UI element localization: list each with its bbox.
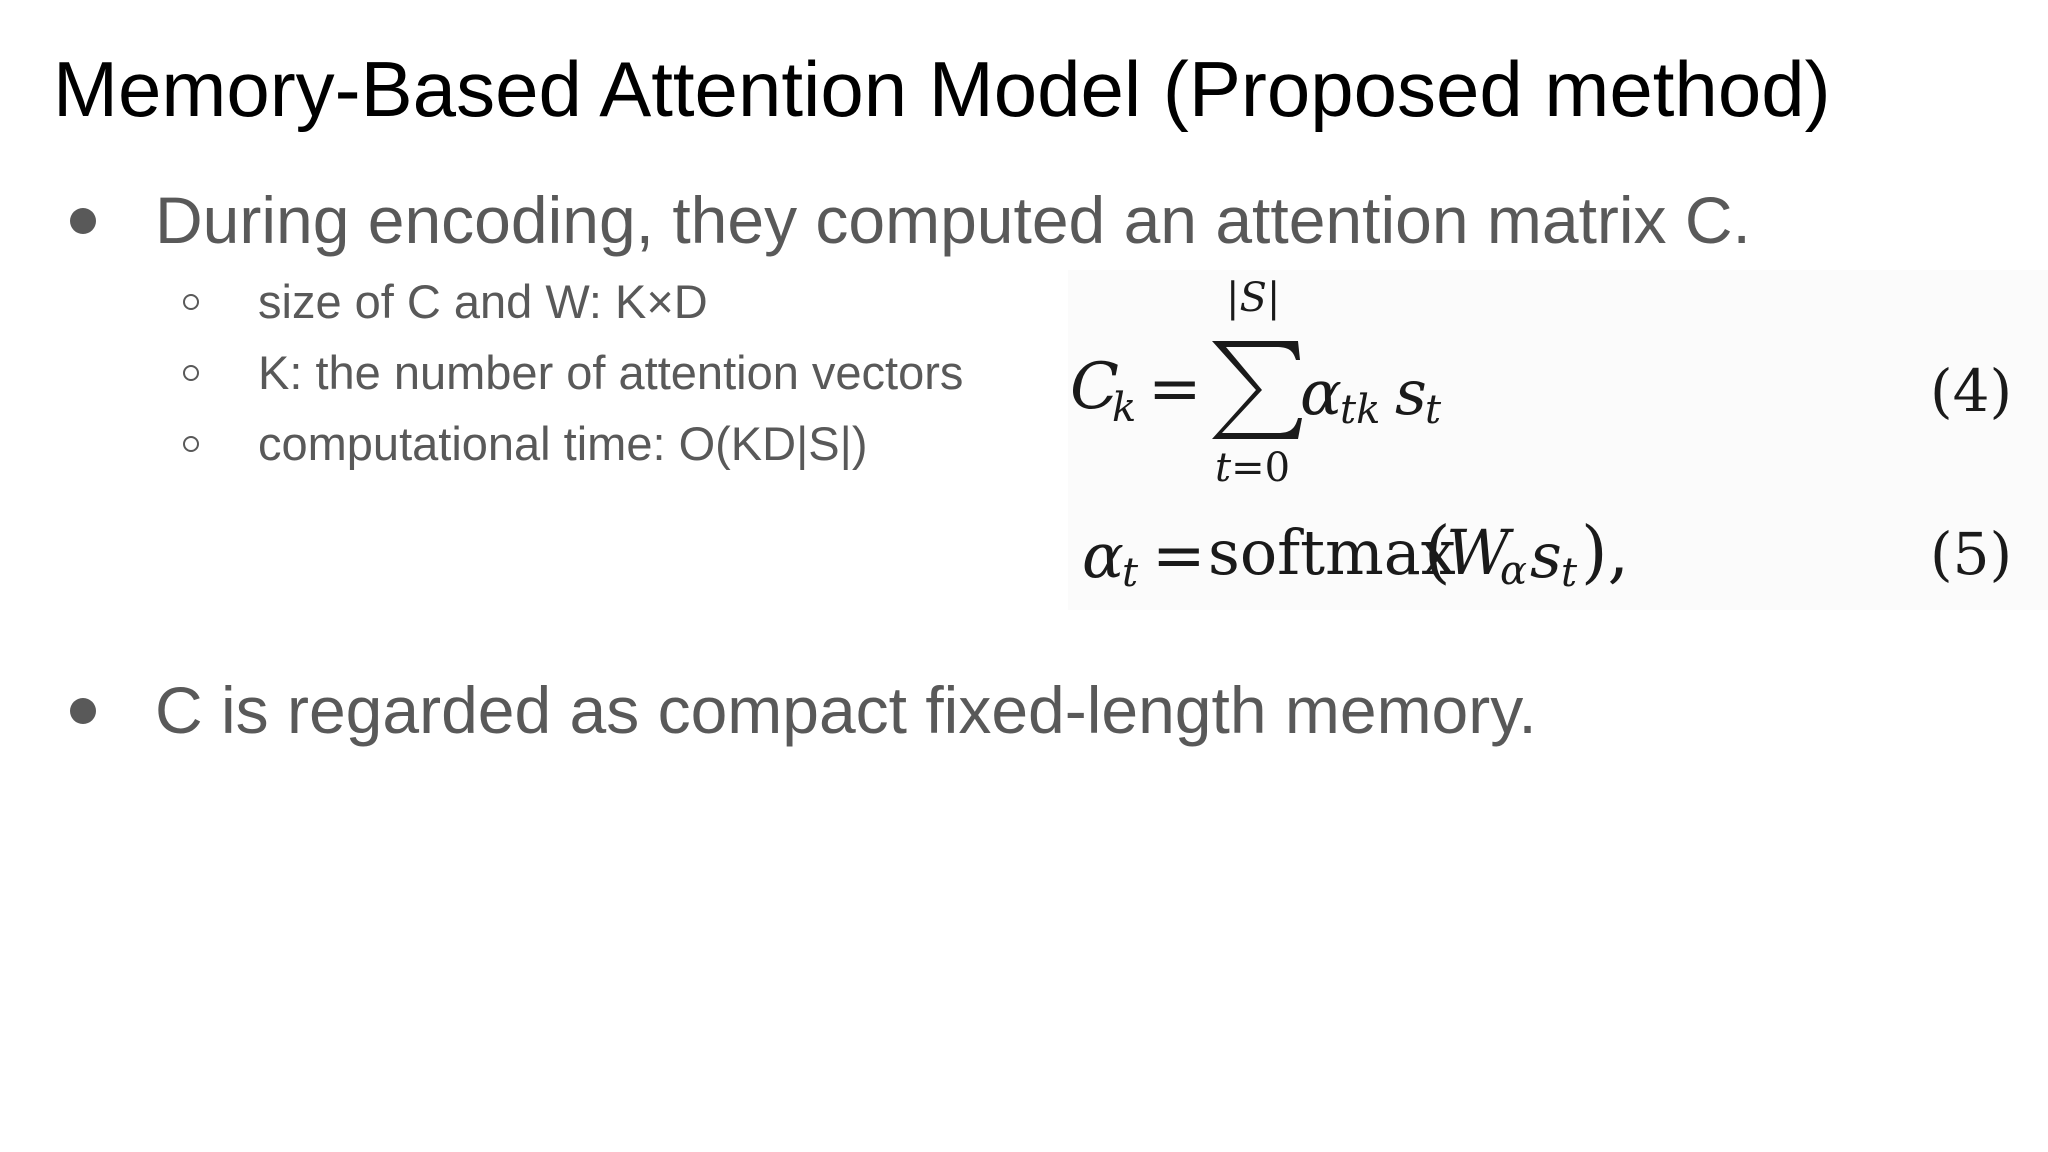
eq5-lhs: α <box>1082 519 1124 592</box>
eq5-s: s <box>1530 519 1562 592</box>
sub-bullet-2-text: K: the number of attention vectors <box>258 346 964 399</box>
eq5-close-paren: ), <box>1581 513 1630 592</box>
eq4-s-subscript: t <box>1425 387 1442 433</box>
eq5-s-subscript: t <box>1561 550 1578 596</box>
bullet-marker <box>70 698 96 724</box>
eq5-lhs-subscript: t <box>1122 550 1139 596</box>
eq5-open-paren: ( <box>1424 513 1451 592</box>
equation-number-5: (5) <box>1930 520 2013 588</box>
eq5-W-subscript: α <box>1500 548 1528 594</box>
eq5-softmax: softmax <box>1208 516 1456 589</box>
bullet-2-text: C is regarded as compact fixed-length me… <box>155 673 1537 747</box>
sub-bullet-marker <box>183 436 199 452</box>
sub-bullet-marker <box>183 365 199 381</box>
eq4-alpha-subscript: tk <box>1340 387 1381 433</box>
eq4-sum-lower-limit: t=0 <box>1215 445 1291 491</box>
eq4-s: s <box>1395 356 1427 429</box>
eq5-equals: = <box>1152 519 1206 593</box>
eq4-lhs: C <box>1070 350 1119 424</box>
equation-panel <box>1068 270 2048 610</box>
sub-bullet-3-text: computational time: O(KD|S|) <box>258 417 868 470</box>
eq4-alpha: α <box>1300 356 1342 429</box>
summation-icon <box>1212 341 1302 439</box>
eq4-equals: = <box>1148 352 1202 426</box>
equation-number-4: (4) <box>1930 357 2013 425</box>
sub-bullet-marker <box>183 294 199 310</box>
bullet-1-text: During encoding, they computed an attent… <box>155 183 1751 257</box>
bullet-marker <box>70 208 96 234</box>
slide-title: Memory-Based Attention Model (Proposed m… <box>53 45 1831 133</box>
eq4-sum-upper-limit: |S| <box>1226 275 1281 321</box>
eq5-W: W <box>1446 516 1510 589</box>
sub-bullet-1-text: size of C and W: K×D <box>258 275 708 328</box>
eq4-lhs-subscript: k <box>1112 385 1137 431</box>
